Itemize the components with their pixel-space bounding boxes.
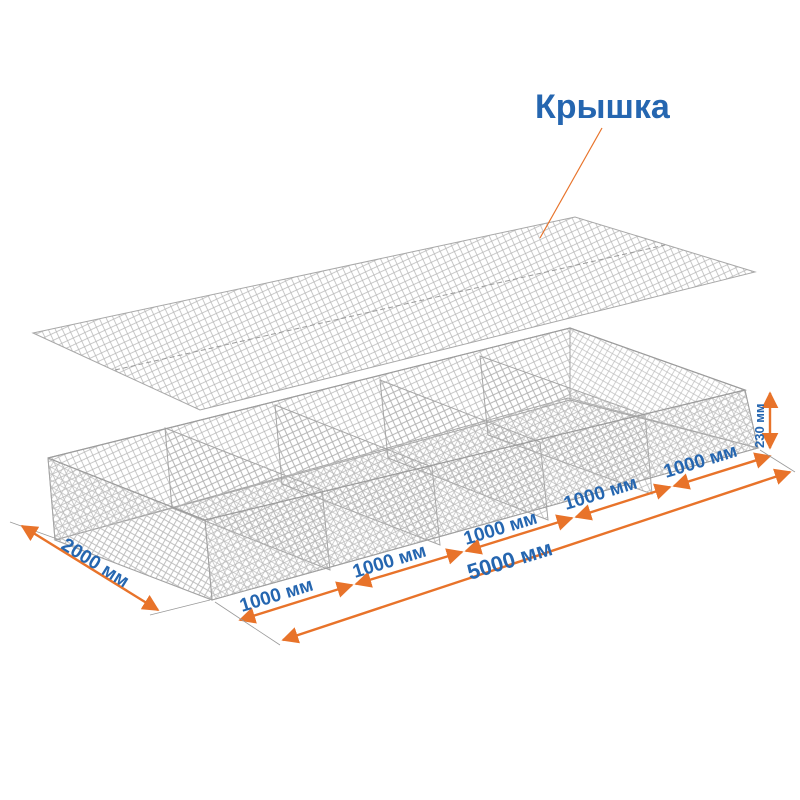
dimension-lines [9,391,796,646]
lid-panel [31,216,757,411]
height-label: 230 мм [752,403,767,448]
lid-label: Крышка [535,88,671,126]
lid-leader-line [539,127,603,239]
